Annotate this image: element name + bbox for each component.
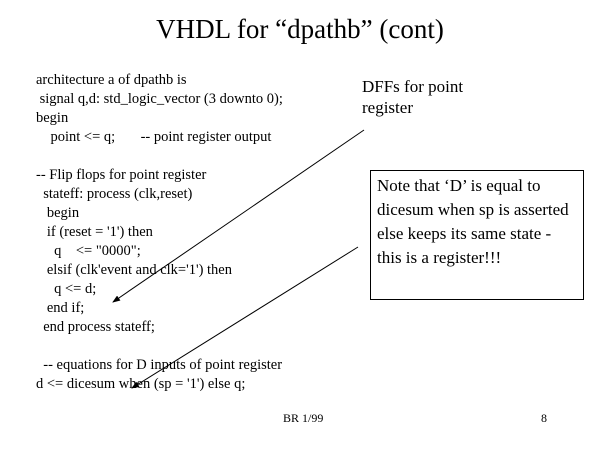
code-line: end process stateff; xyxy=(36,319,155,335)
code-line: signal q,d: std_logic_vector (3 downto 0… xyxy=(36,91,283,107)
code-line: stateff: process (clk,reset) xyxy=(36,186,193,202)
code-line: if (reset = '1') then xyxy=(36,224,153,240)
page-number: 8 xyxy=(541,411,547,425)
dff-callout: DFFs for point register xyxy=(362,77,464,117)
note-box: Note that ‘D’ is equal to dicesum when s… xyxy=(370,170,584,300)
code-line: point <= q; -- point register output xyxy=(36,129,272,145)
code-line: begin xyxy=(36,110,69,126)
vhdl-code: architecture a of dpathb is signal q,d: … xyxy=(36,71,283,394)
code-line: architecture a of dpathb is xyxy=(36,72,187,88)
slide-title: VHDL for “dpathb” (cont) xyxy=(156,14,444,44)
code-line: -- Flip flops for point register xyxy=(36,167,207,183)
code-line: q <= d; xyxy=(36,281,97,297)
arrow-dff xyxy=(112,129,365,303)
code-line: end if; xyxy=(36,300,85,316)
footer-label: BR 1/99 xyxy=(283,411,324,425)
code-line: elsif (clk'event and clk='1') then xyxy=(36,262,232,278)
code-line: q <= "0000"; xyxy=(36,243,141,259)
code-line: begin xyxy=(36,205,80,221)
arrow-note xyxy=(131,246,359,389)
